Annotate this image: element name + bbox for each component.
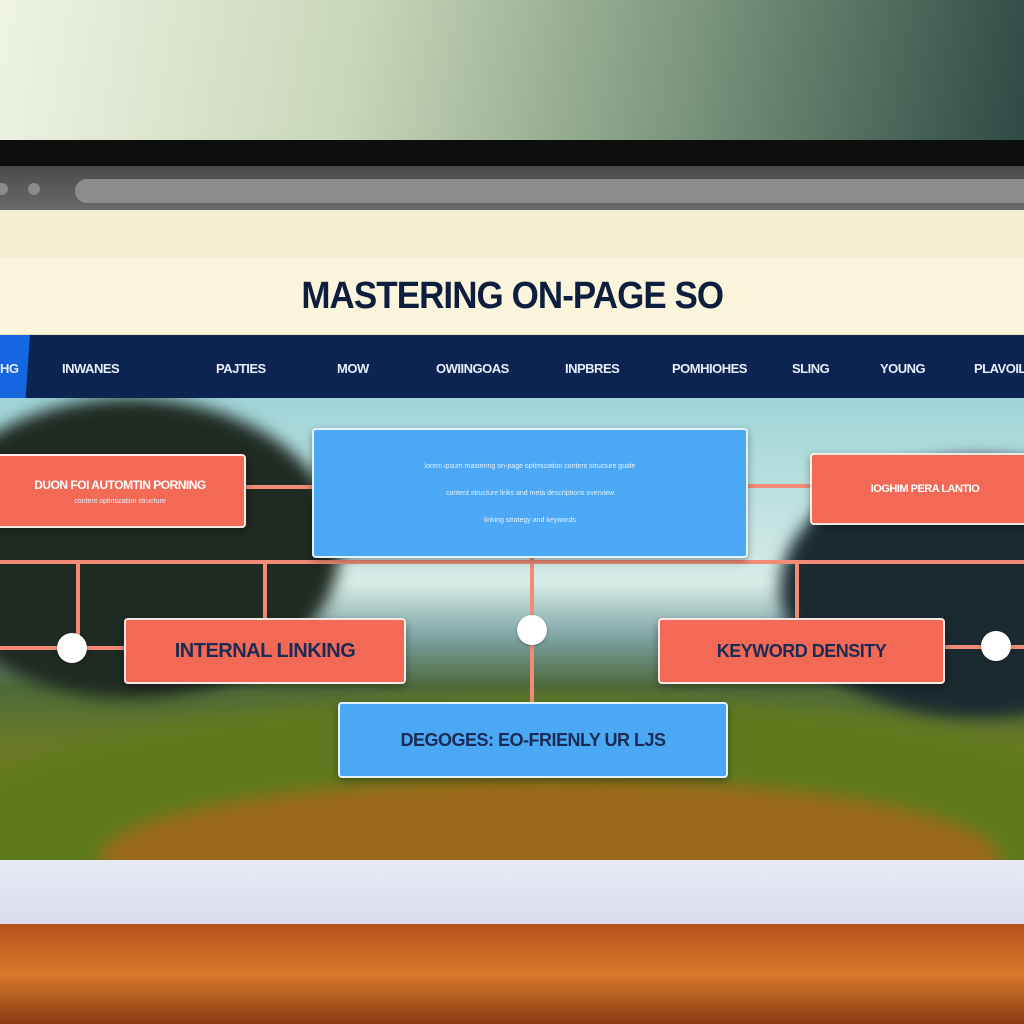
nav-item[interactable]: INPBRES [565,361,620,376]
seo-urls-box[interactable]: DEGOGES: EO-FRIENLY UR LJS [338,702,728,778]
internal-linking-box[interactable]: INTERNAL LINKING [124,618,406,684]
nav-item[interactable]: PLAVOIL [974,361,1024,376]
connector-line [795,562,799,620]
center-text-line: linking strategy and keywords [484,516,576,524]
left-topic-sub: content optimization structure [74,497,166,505]
nav-item[interactable]: INWANES [62,361,120,376]
nav-item[interactable]: MOW [337,361,369,376]
nav-item[interactable]: PAJTIES [216,361,266,376]
keyword-density-label: KEYWORD DENSITY [716,640,887,661]
right-topic-box[interactable]: IOGHIM PERA LANTIO [810,453,1024,525]
nav-item[interactable]: SLING [792,361,830,376]
left-topic-box[interactable]: DUON FOI AUTOMTIN PORNING content optimi… [0,454,246,528]
connector-line [240,485,315,489]
connector-line [0,560,1024,564]
nav-item[interactable]: YOUNG [880,361,926,376]
center-text-line: content structure links and meta descrip… [445,489,615,497]
node-dot [517,615,547,645]
connector-line [745,484,813,488]
nav-active-tab[interactable] [0,335,30,399]
center-box[interactable]: lorem ipsum mastering on-page optimizati… [312,428,748,558]
connector-line [263,562,267,620]
connector-line [76,562,80,648]
page-title: MASTERING ON-PAGE SO [301,274,724,317]
nav-item[interactable]: POMHIOHES [672,361,747,376]
nav-item[interactable]: HG [0,361,19,376]
address-bar[interactable] [75,179,1024,203]
internal-linking-label: INTERNAL LINKING [174,639,356,662]
node-dot [57,633,87,663]
nav-item[interactable]: OWIINGOAS [436,361,509,376]
browser-toolbar [0,166,1024,212]
background-grass [0,924,1024,1024]
keyword-density-box[interactable]: KEYWORD DENSITY [658,618,945,684]
back-icon[interactable] [0,183,8,195]
left-topic-label: DUON FOI AUTOMTIN PORNING [34,477,206,492]
forward-icon[interactable] [28,183,40,195]
right-topic-label: IOGHIM PERA LANTIO [870,483,980,495]
monitor-bezel [0,140,1024,168]
top-band [0,210,1024,260]
center-text-line: lorem ipsum mastering on-page optimizati… [424,462,636,470]
nav-bar: HG INWANES PAJTIES MOW OWIINGOAS INPBRES… [0,335,1024,399]
background-sky [0,0,1024,142]
seo-urls-label: DEGOGES: EO-FRIENLY UR LJS [400,729,666,750]
page-header: MASTERING ON-PAGE SO [0,258,1024,336]
footer-bar [0,860,1024,926]
node-dot [981,631,1011,661]
